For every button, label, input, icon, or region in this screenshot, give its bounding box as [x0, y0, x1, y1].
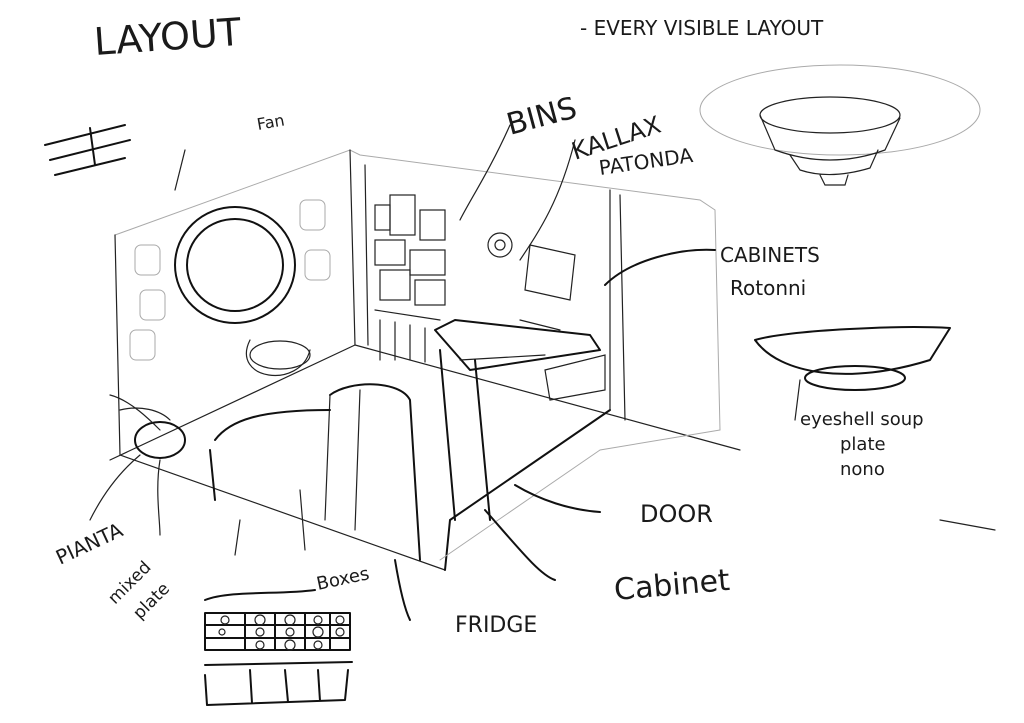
counter-cabinets — [434, 244, 606, 521]
boxes-grid-drawing — [204, 589, 353, 706]
label-cabinets: CABINETS — [720, 243, 820, 267]
label-soup-plate-2: plate — [840, 434, 886, 455]
plant-drawing — [109, 394, 186, 459]
label-cabinets-2: Rotonni — [730, 276, 806, 300]
ceiling-lamp-drawing — [699, 64, 981, 186]
bins-stack — [374, 194, 513, 363]
crossed-out-word — [204, 589, 316, 601]
stripes-icon — [44, 124, 131, 176]
label-door: DOOR — [640, 500, 713, 528]
sketch-title: LAYOUT — [93, 10, 244, 64]
room-walls — [109, 149, 741, 571]
soup-plate-drawing — [754, 326, 996, 531]
label-fridge: FRIDGE — [455, 613, 537, 638]
round-fan-drawing — [174, 206, 311, 376]
bench-drawing — [209, 409, 331, 501]
label-soup-plate: eyeshell soup — [800, 409, 924, 430]
top-note: - EVERY VISIBLE LAYOUT — [580, 16, 824, 40]
label-boxes: Boxes — [315, 563, 372, 595]
label-soup-plate-3: nono — [840, 459, 885, 480]
label-fan: Fan — [255, 110, 286, 134]
label-bins: BINS — [503, 91, 581, 143]
fridge-drawing — [324, 383, 421, 561]
wall-shelves — [129, 199, 331, 361]
label-pianta: PIANTA — [52, 518, 127, 570]
label-cabinet: Cabinet — [613, 563, 732, 608]
leader-lines — [89, 124, 801, 621]
